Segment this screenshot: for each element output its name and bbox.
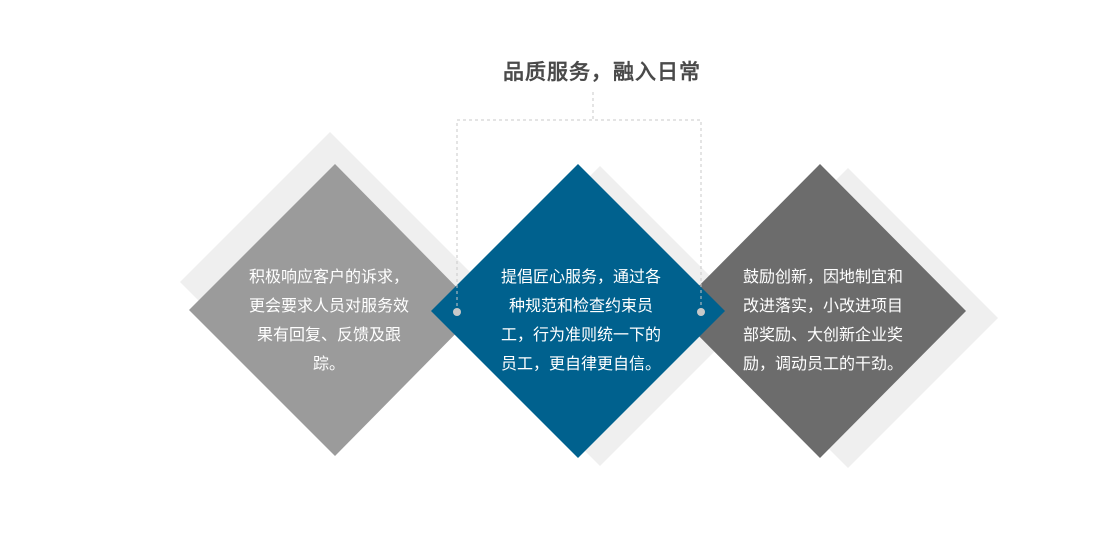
left-diamond-text: 积极响应客户的诉求，更会要求人员对服务效果有回复、反馈及跟踪。 (248, 267, 409, 373)
right-diamond-text: 鼓励创新，因地制宜和改进落实，小改进项目部奖励、大创新企业奖励，调动员工的干劲。 (743, 267, 904, 373)
connector-bracket (456, 119, 702, 312)
center-diamond (431, 164, 725, 458)
left-diamond (189, 164, 479, 456)
diagram-title: 品质服务，融入日常 (503, 60, 701, 84)
connector-dot-left (453, 308, 461, 316)
center-diamond-text: 提倡匠心服务，通过各种规范和检查约束员工，行为准则统一下的员工，更自律更自信。 (500, 267, 661, 373)
right-diamond (674, 164, 966, 458)
connector-dot-right (697, 308, 705, 316)
